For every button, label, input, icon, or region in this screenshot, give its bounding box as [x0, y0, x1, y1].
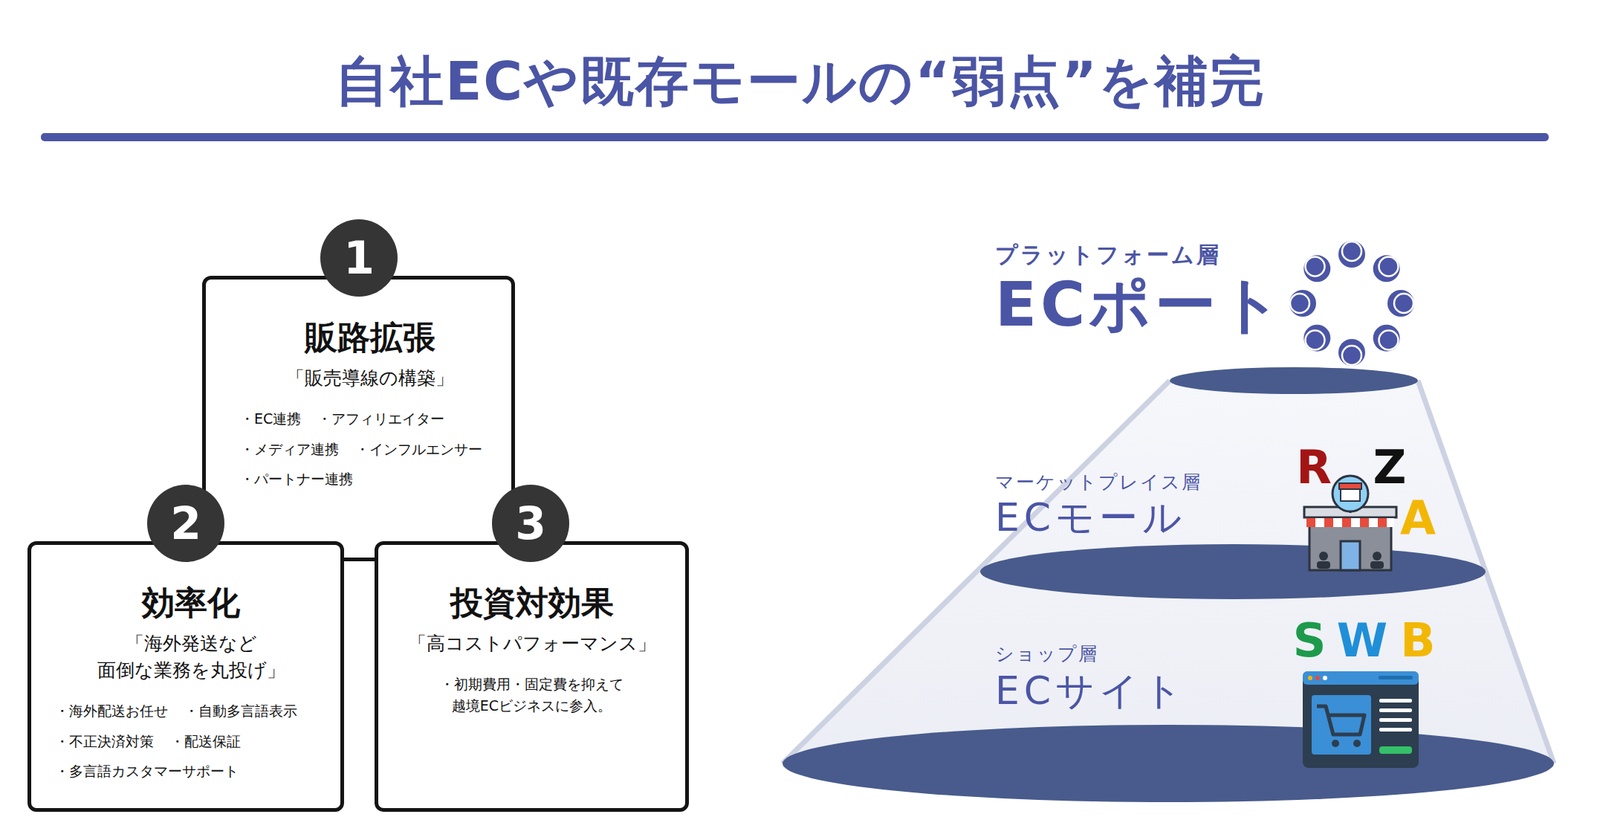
- feature-card: 販路拡張「販売導線の構築」・EC連携・アフィリエイター・メディア連携・インフルエ…: [202, 275, 516, 562]
- callout-number: 2: [170, 500, 202, 546]
- bullet-item: ・初期費用・固定費を抑えて 越境ECビジネスに参入。: [420, 673, 644, 716]
- logo-dot: [1373, 324, 1401, 352]
- bullet-item: ・海外配送お任せ: [54, 700, 168, 722]
- brand-letter: R: [1296, 444, 1332, 491]
- layer-name: マーケットプレイス層: [995, 472, 1202, 492]
- bullet-item: ・インフルエンサー: [355, 438, 483, 461]
- layer-disc: [1169, 367, 1418, 394]
- card-subtitle: 「海外発送など 面倒な業務を丸投げ」: [54, 630, 327, 685]
- bullet-item: ・アフィリエイター: [317, 407, 445, 430]
- bullet-list: ・海外配送お任せ・自動多言語表示・不正決済対策・配送保証・多言語カスタマーサポー…: [54, 700, 327, 782]
- logo-dot: [1394, 293, 1414, 313]
- layer-disc: [782, 724, 1554, 802]
- logo-dot: [1289, 289, 1317, 317]
- bullet-item: ・配送保証: [170, 730, 241, 753]
- card-subtitle: 「販売導線の構築」: [286, 364, 455, 392]
- brand-letter: S: [1293, 617, 1327, 664]
- number-badge: 2: [147, 484, 225, 562]
- bullet-item: ・パートナー連携: [240, 468, 353, 490]
- card-heading: 投資対効果: [450, 583, 614, 623]
- title-rule: [40, 133, 1549, 142]
- logo-dot: [1303, 254, 1331, 282]
- brand-letter: A: [1400, 494, 1436, 542]
- brand-letter: B: [1400, 617, 1436, 664]
- bullet-item: ・不正決済対策: [54, 730, 154, 753]
- brand-letter: W: [1336, 617, 1388, 664]
- card-heading: 販路拡張: [304, 318, 436, 358]
- layer-title: ECポート: [995, 274, 1286, 336]
- layer-name: ショップ層: [995, 644, 1099, 663]
- layer-disc: [980, 543, 1486, 599]
- bullet-list: ・EC連携・アフィリエイター・メディア連携・インフルエンサー・パートナー連携: [240, 407, 500, 490]
- feature-card: 投資対効果「高コストパフォーマンス」・初期費用・固定費を抑えて 越境ECビジネス…: [374, 541, 689, 812]
- brand-letter: Z: [1373, 444, 1407, 491]
- bullet-item: ・EC連携: [240, 407, 301, 430]
- number-badge: 1: [320, 219, 398, 297]
- logo-dot: [1303, 324, 1331, 352]
- cone: [782, 380, 1554, 764]
- bullet-item: ・多言語カスタマーサポート: [54, 760, 239, 782]
- card-subtitle: 「高コストパフォーマンス」: [407, 630, 657, 657]
- browser-icon: [1302, 671, 1419, 768]
- callout-number: 3: [515, 500, 547, 546]
- layer-name: プラットフォーム層: [995, 243, 1221, 267]
- logo-dot: [1342, 241, 1362, 261]
- card-heading: 効率化: [141, 583, 241, 623]
- logo-dot: [1378, 329, 1398, 350]
- logo-dot: [1342, 345, 1362, 365]
- title: 自社ECや既存モールの“弱点”を補完: [0, 46, 1600, 118]
- bullet-list: ・初期費用・固定費を抑えて 越境ECビジネスに参入。: [391, 673, 672, 716]
- ecport-logo: [1289, 240, 1415, 366]
- logo-dot: [1338, 240, 1366, 268]
- callout-number: 1: [343, 235, 375, 281]
- logo-dot: [1305, 329, 1326, 350]
- number-badge: 3: [491, 484, 570, 562]
- bullet-item: ・メディア連携: [240, 438, 339, 461]
- logo-dot: [1305, 257, 1326, 277]
- logo-dot: [1387, 289, 1415, 317]
- bullet-item: ・自動多言語表示: [184, 700, 298, 722]
- logo-dot: [1373, 254, 1401, 282]
- layer-title: ECモール: [995, 497, 1187, 537]
- feature-card: 効率化「海外発送など 面倒な業務を丸投げ」・海外配送お任せ・自動多言語表示・不正…: [27, 541, 345, 812]
- logo-dot: [1338, 338, 1366, 366]
- logo-dot: [1290, 293, 1310, 313]
- logo-dot: [1378, 257, 1398, 277]
- layer-title: ECサイト: [995, 671, 1187, 710]
